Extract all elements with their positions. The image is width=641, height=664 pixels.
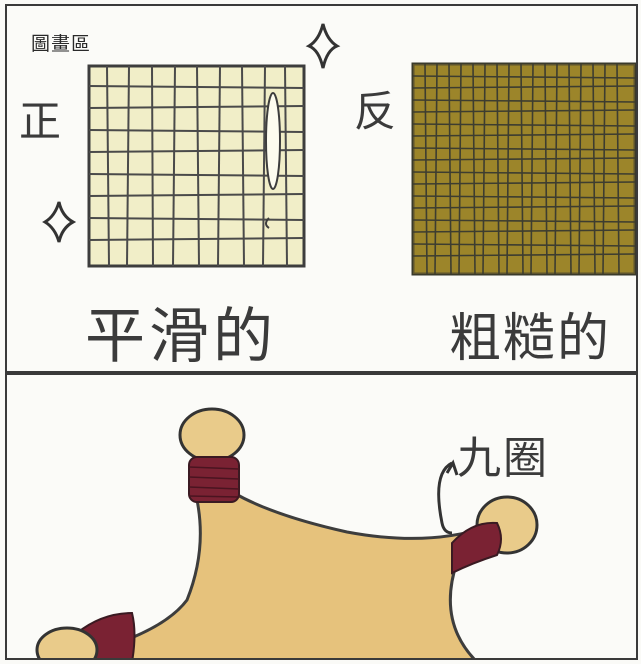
left-knob xyxy=(178,407,246,463)
rough-texture-label: 粗糙的 xyxy=(449,309,612,369)
nine-turns-label: 九圈 xyxy=(457,433,549,484)
top-panel-drawing xyxy=(42,23,636,276)
top-panel: 圖畫區 正 反 平滑的 粗糙的 xyxy=(5,4,638,373)
sparkle-icon xyxy=(42,201,77,243)
spinning-top-drawing xyxy=(35,407,539,658)
smooth-grid-square xyxy=(87,64,306,268)
bottom-left-knob xyxy=(35,626,99,658)
callout-arrow-icon xyxy=(437,461,453,535)
drawing-area-label: 圖畫區 xyxy=(31,33,92,55)
front-side-label: 正 xyxy=(19,97,62,146)
bottom-panel: 九圈 xyxy=(5,373,638,660)
back-side-label: 反 xyxy=(354,87,397,136)
rough-grid-square xyxy=(411,62,636,276)
smooth-texture-label: 平滑的 xyxy=(85,302,277,372)
sparkle-icon xyxy=(305,23,341,69)
right-thread-wrap xyxy=(451,521,502,575)
left-thread-wrap xyxy=(188,456,240,503)
